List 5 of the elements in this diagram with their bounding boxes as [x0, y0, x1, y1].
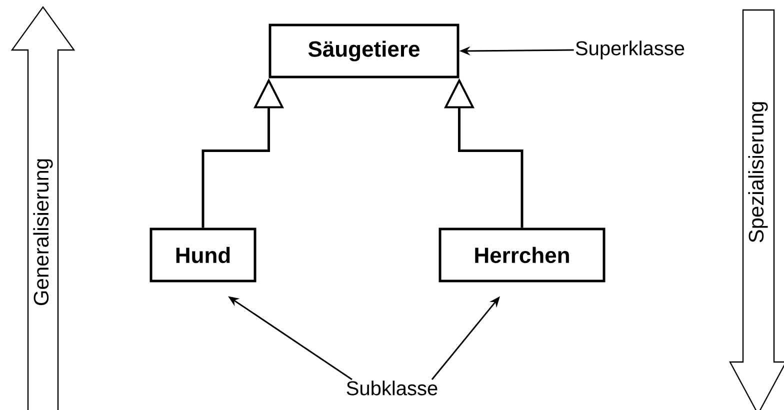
label-text: Superklasse — [576, 40, 684, 60]
class-box: Hund — [150, 228, 256, 282]
label-text: Subklasse — [346, 380, 438, 396]
class-box: Säugetiere — [268, 24, 460, 78]
class-box: Herrchen — [438, 228, 606, 282]
